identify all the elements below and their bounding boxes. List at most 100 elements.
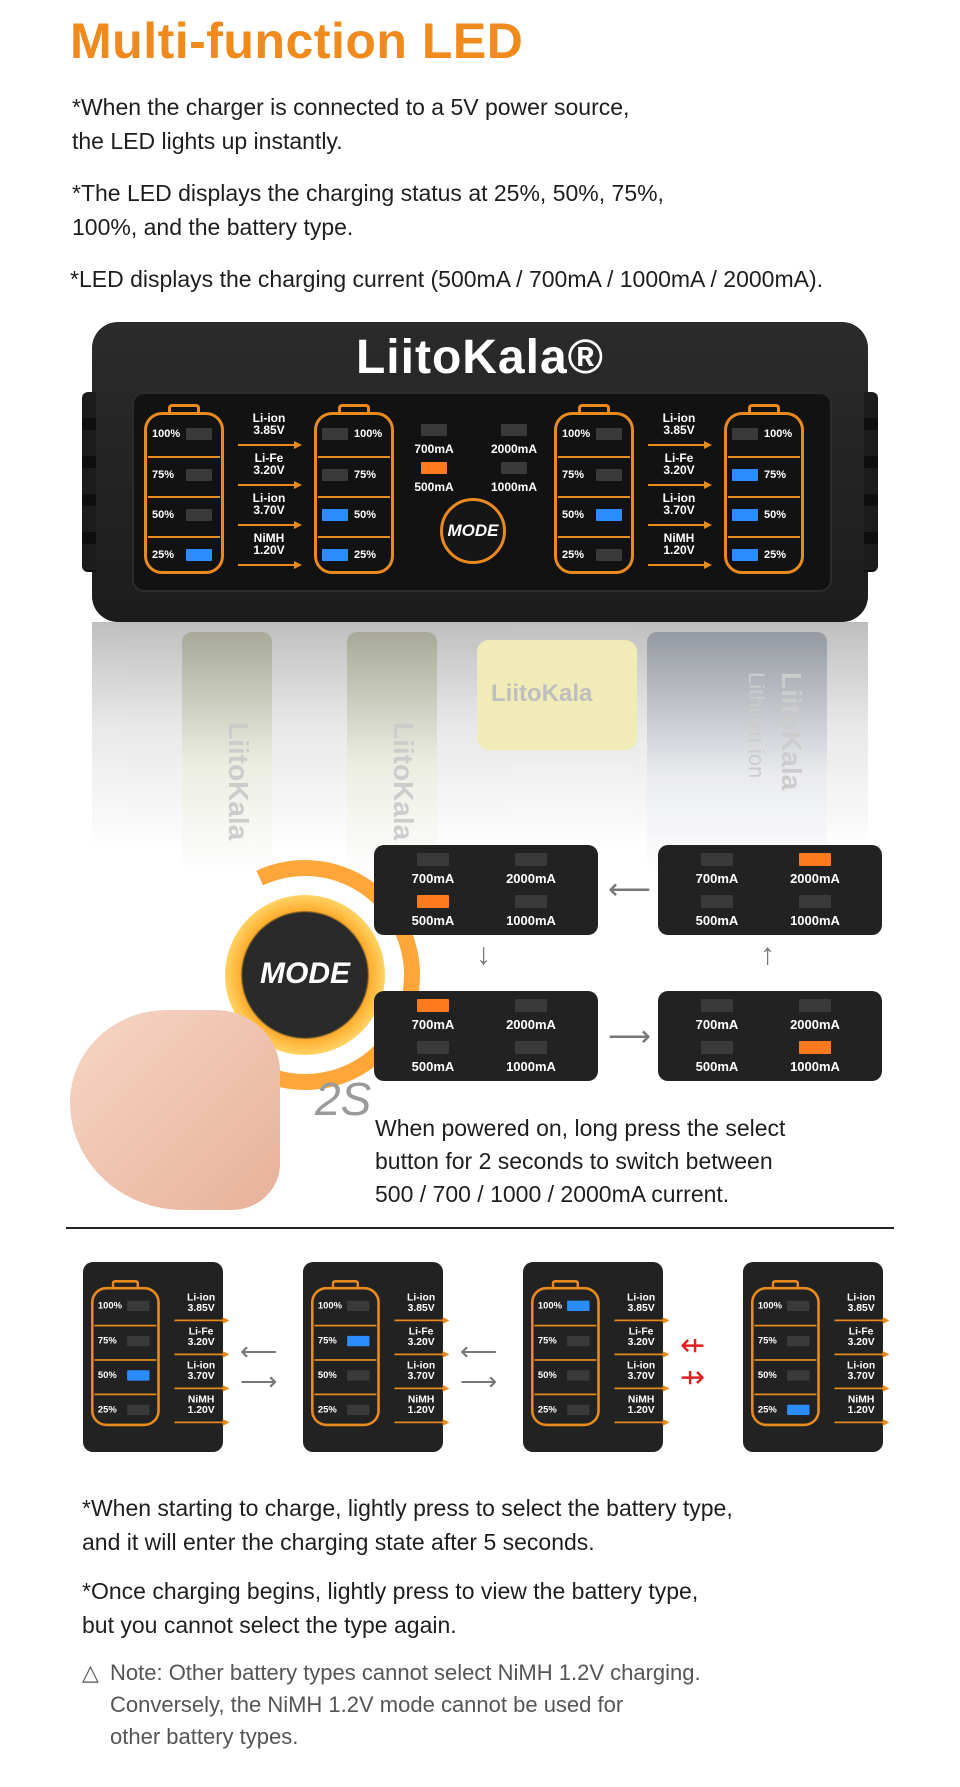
type-label: Li-Fe 3.20V bbox=[234, 452, 304, 490]
led-light bbox=[347, 1404, 370, 1416]
battery-mini: 100% 75% 50% 25% bbox=[91, 1280, 160, 1427]
led-light bbox=[787, 1300, 810, 1311]
led-light-blue bbox=[596, 509, 622, 521]
battery-cell-4: LiitoKala Lithium ion bbox=[647, 632, 827, 872]
battery-mini: 100% 75% 50% 25% bbox=[531, 1280, 600, 1427]
type-card-1: 100% 75% 50% 25% Li-ion 3.85V Li-Fe 3.20… bbox=[83, 1262, 230, 1452]
led-light bbox=[515, 999, 547, 1012]
led-light bbox=[127, 1404, 150, 1416]
led-light-orange bbox=[799, 1041, 831, 1054]
led-light bbox=[515, 895, 547, 908]
percent-label: 50% bbox=[764, 509, 787, 521]
arrows-both-icon: ⟵⟶ bbox=[240, 1336, 278, 1396]
led-light bbox=[567, 1404, 590, 1416]
percent-label: 25% bbox=[764, 549, 787, 561]
type-label: Li-ion 3.70V bbox=[644, 492, 714, 530]
led-light bbox=[322, 428, 348, 440]
current-card-500: 700mA 2000mA 500mA 1000mA bbox=[374, 845, 598, 935]
charger-image: LiitoKala® 100% 75% 50% 25% Li-ion 3.85V… bbox=[82, 322, 878, 622]
led-light bbox=[787, 1335, 810, 1347]
mode-description: When powered on, long press the select b… bbox=[375, 1115, 786, 1207]
arrows-both-icon: ⟵⟶ bbox=[460, 1336, 498, 1396]
arrow-up-icon: ↑ bbox=[760, 938, 775, 971]
instruction-paragraph-2: *Once charging begins, lightly press to … bbox=[82, 1578, 699, 1638]
led-light bbox=[799, 895, 831, 908]
type-label: Li-ion 3.85V bbox=[644, 412, 714, 450]
type-label: NiMH 1.20V bbox=[644, 532, 714, 570]
percent-label: 75% bbox=[152, 469, 175, 481]
percent-label: 75% bbox=[354, 469, 377, 481]
led-light-blue bbox=[732, 509, 758, 521]
instruction-paragraph-1: *When starting to charge, lightly press … bbox=[82, 1495, 733, 1555]
percent-label: 100% bbox=[562, 428, 591, 440]
battery-indicator-4: 100% 75% 50% 25% bbox=[724, 404, 804, 574]
led-light bbox=[322, 469, 348, 481]
percent-label: 50% bbox=[562, 509, 585, 521]
led-light-orange bbox=[421, 462, 447, 474]
current-700: 700mA bbox=[399, 424, 469, 456]
led-light-orange bbox=[799, 853, 831, 866]
brand-logo: LiitoKala® bbox=[355, 331, 605, 384]
percent-label: 25% bbox=[562, 549, 585, 561]
led-light bbox=[417, 853, 449, 866]
led-light-blue bbox=[787, 1404, 810, 1416]
battery-indicator-1: 100% 75% 50% 25% bbox=[144, 404, 224, 574]
led-light bbox=[501, 424, 527, 436]
percent-label: 75% bbox=[562, 469, 585, 481]
led-light bbox=[421, 424, 447, 436]
led-light-blue bbox=[567, 1300, 590, 1311]
intro-paragraph-1: *When the charger is connected to a 5V p… bbox=[72, 94, 630, 154]
led-light bbox=[732, 428, 758, 440]
type-label: Li-Fe 3.20V bbox=[644, 452, 714, 490]
led-light bbox=[596, 428, 622, 440]
arrow-down-icon: ↓ bbox=[476, 938, 491, 971]
led-light-blue bbox=[732, 549, 758, 561]
battery-cell-2: LiitoKala bbox=[347, 632, 437, 872]
battery-mini: 100% 75% 50% 25% bbox=[311, 1280, 380, 1427]
led-light bbox=[701, 853, 733, 866]
type-label: NiMH 1.20V bbox=[234, 532, 304, 570]
led-light-blue bbox=[732, 469, 758, 481]
arrow-left-icon: ⟵ bbox=[608, 873, 652, 906]
led-light bbox=[417, 1041, 449, 1054]
led-light bbox=[186, 509, 212, 521]
led-light bbox=[799, 999, 831, 1012]
page-title: Multi-function LED bbox=[70, 13, 524, 69]
note-text: Note: Other battery types cannot select … bbox=[110, 1660, 701, 1749]
battery-cell-1: LiitoKala bbox=[182, 632, 272, 872]
led-light-blue bbox=[186, 549, 212, 561]
current-500: 500mA bbox=[399, 462, 469, 494]
current-card-700: 700mA 2000mA 500mA 1000mA bbox=[374, 991, 598, 1081]
battery-indicator-3: 100% 75% 50% 25% bbox=[554, 404, 634, 574]
led-light bbox=[127, 1300, 150, 1311]
led-light-blue bbox=[322, 549, 348, 561]
led-light bbox=[501, 462, 527, 474]
led-light bbox=[787, 1370, 810, 1381]
led-light-orange bbox=[417, 999, 449, 1012]
current-card-1000: 700mA 2000mA 500mA 1000mA bbox=[658, 991, 882, 1081]
intro-paragraph-2: *The LED displays the charging status at… bbox=[72, 180, 664, 240]
current-2000: 2000mA bbox=[479, 424, 549, 456]
percent-label: 100% bbox=[764, 428, 793, 440]
percent-label: 25% bbox=[152, 549, 175, 561]
led-light bbox=[186, 428, 212, 440]
led-light-blue bbox=[127, 1370, 150, 1381]
led-light bbox=[701, 1041, 733, 1054]
battery-mini: 100% 75% 50% 25% bbox=[751, 1280, 820, 1427]
type-card-3: 100% 75% 50% 25% Li-ion 3.85V Li-Fe 3.20… bbox=[523, 1262, 670, 1452]
mode-button[interactable]: MODE bbox=[440, 498, 506, 564]
led-light bbox=[186, 469, 212, 481]
finger-icon bbox=[70, 1010, 280, 1210]
charger-bays: LiitoKala LiitoKala LiitoKala LiitoKala … bbox=[92, 622, 868, 872]
percent-label: 100% bbox=[354, 428, 383, 440]
percent-label: 75% bbox=[764, 469, 787, 481]
battery-cell-3: LiitoKala bbox=[477, 640, 637, 750]
led-light bbox=[567, 1370, 590, 1381]
led-light bbox=[347, 1300, 370, 1311]
led-light bbox=[596, 469, 622, 481]
hold-duration: 2S bbox=[315, 1073, 372, 1125]
percent-label: 50% bbox=[152, 509, 175, 521]
led-light bbox=[515, 853, 547, 866]
percent-label: 25% bbox=[354, 549, 377, 561]
arrow-right-icon: ⟶ bbox=[608, 1020, 652, 1053]
